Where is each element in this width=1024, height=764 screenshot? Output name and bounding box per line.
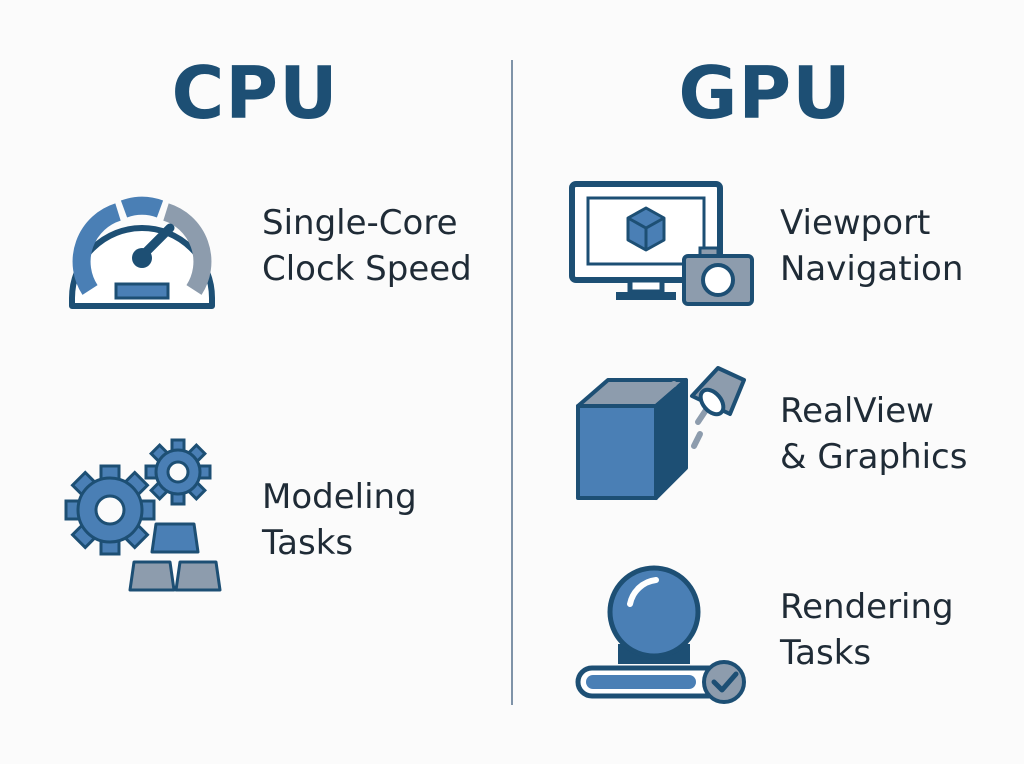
monitor-camera-icon [568, 180, 760, 312]
label-line: Single-Core [262, 203, 458, 243]
cpu-title: CPU [171, 51, 339, 135]
gears-blocks-icon [64, 438, 232, 602]
cpu-item-label-2: Modeling Tasks [262, 474, 417, 566]
label-line: Tasks [262, 523, 354, 563]
gpu-item-label-1: Viewport Navigation [780, 200, 963, 292]
gpu-item-label-3: Rendering Tasks [780, 584, 954, 676]
column-divider [511, 60, 513, 705]
label-line: Tasks [780, 633, 872, 673]
cube-spotlight-icon [574, 362, 752, 508]
cpu-item-label-1: Single-Core Clock Speed [262, 200, 472, 292]
label-line: Rendering [780, 587, 954, 627]
speedometer-icon [66, 178, 218, 316]
sphere-progress-icon [574, 564, 752, 714]
label-line: Navigation [780, 249, 964, 289]
gpu-item-label-2: RealView & Graphics [780, 388, 967, 480]
label-line: Viewport [780, 203, 931, 243]
label-line: RealView [780, 391, 934, 431]
label-line: Modeling [262, 477, 417, 517]
label-line: Clock Speed [262, 249, 472, 289]
gpu-title: GPU [678, 51, 852, 135]
label-line: & Graphics [780, 437, 968, 477]
